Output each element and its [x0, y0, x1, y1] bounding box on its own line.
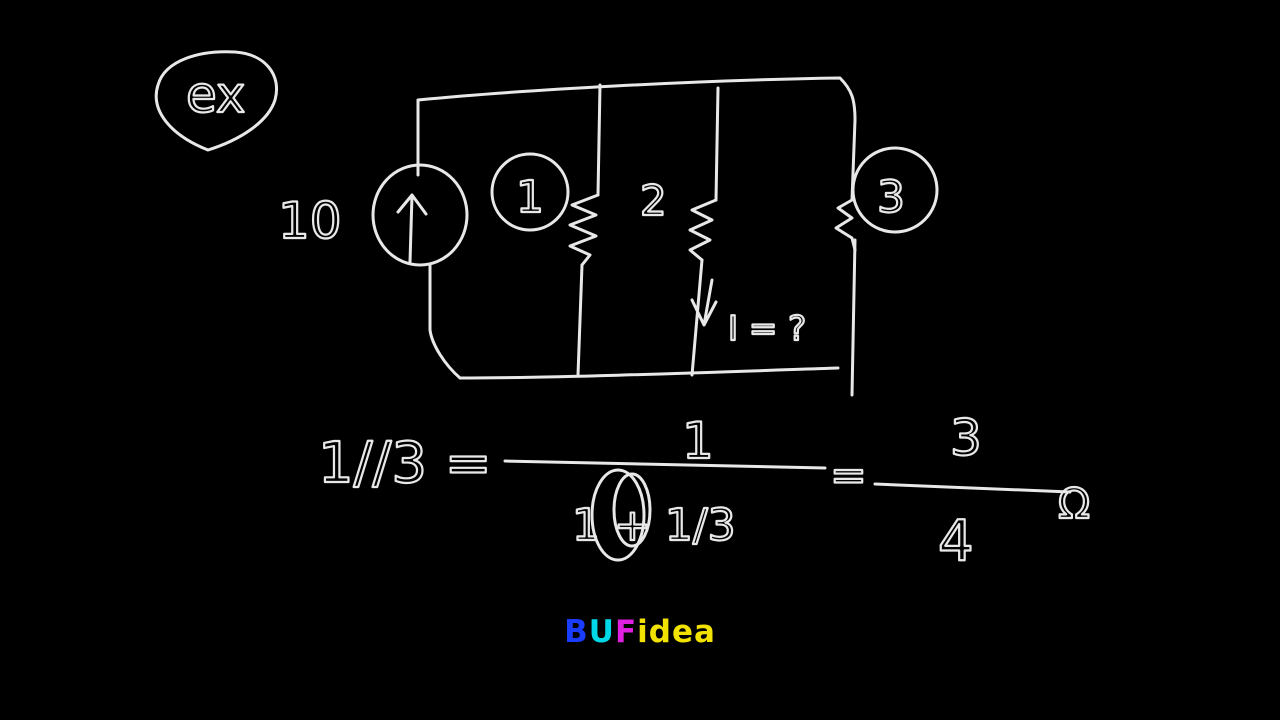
example-circle	[154, 50, 278, 152]
resistor-1-zigzag	[568, 193, 600, 267]
circuit-bottom-wire	[458, 366, 840, 380]
current-arrow-icon	[690, 278, 718, 327]
current-source-arrow-icon	[396, 193, 428, 264]
logo-word-idea: idea	[637, 614, 716, 650]
equation: 1//3 = 1 1 + 1/3 = 3 4 Ω	[317, 408, 1091, 575]
fraction-bar-2	[873, 482, 1072, 494]
resistor-1-label: 1	[516, 172, 544, 223]
fraction-bar-1	[503, 459, 827, 470]
fraction-1-numerator: 1	[682, 412, 714, 470]
current-label: I = ?	[728, 309, 806, 349]
resistor-1-wire	[576, 83, 602, 377]
scribble-icon	[590, 468, 646, 562]
resistor-2-wire	[690, 86, 720, 377]
logo-letter-f: F	[614, 614, 638, 650]
resistor-3-zigzag	[834, 118, 857, 252]
resistor-1-circle	[490, 152, 570, 232]
circuit-right-wire	[850, 238, 857, 397]
resistor-3-circle	[851, 146, 939, 234]
circuit-top-wire	[416, 76, 857, 177]
current-source-circle	[371, 163, 469, 267]
resistor-1-branch: 1	[490, 83, 602, 377]
logo-letter-b: B	[564, 614, 589, 650]
resistor-3-branch: 3	[834, 118, 939, 252]
source-value: 10	[278, 192, 342, 250]
example-text: ex	[186, 66, 245, 124]
scribble-icon-2	[612, 472, 652, 548]
brand-logo: BUFidea	[0, 614, 1280, 650]
circuit-left-wire	[428, 263, 462, 380]
current-source: 10	[277, 163, 469, 267]
fraction-2-numerator: 3	[950, 409, 982, 467]
ohm-unit: Ω	[1058, 479, 1090, 528]
fraction-2-denominator: 4	[938, 509, 974, 574]
equation-lhs: 1//3 =	[318, 431, 492, 496]
equals-sign-2: =	[830, 450, 867, 501]
example-label: ex	[154, 50, 278, 152]
resistor-3-label: 3	[877, 172, 905, 223]
resistor-2-zigzag	[688, 198, 718, 262]
resistor-2-branch: 2 I = ?	[639, 86, 807, 377]
resistor-2-label: 2	[640, 176, 667, 225]
logo-letter-u: U	[588, 614, 615, 650]
